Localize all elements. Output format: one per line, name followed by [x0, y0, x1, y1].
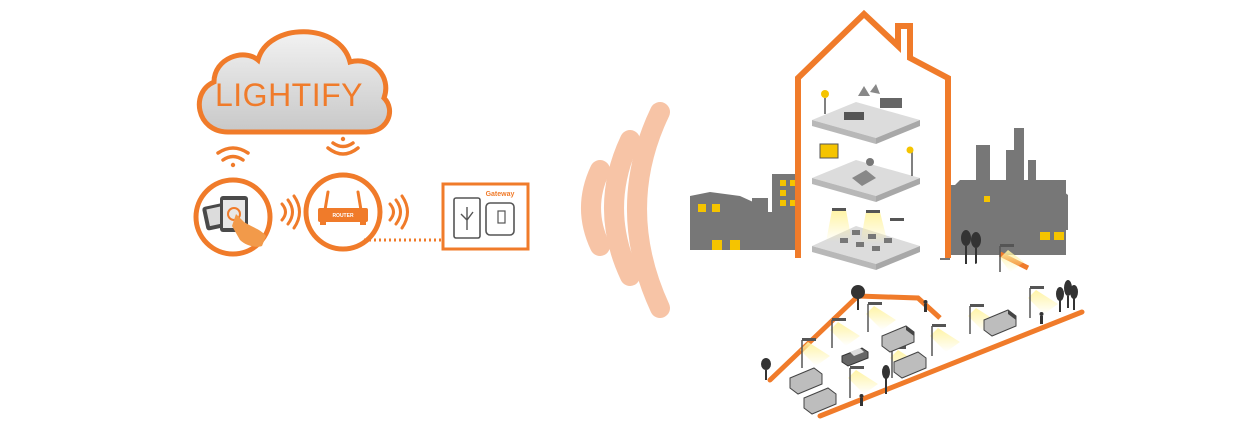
- house: [795, 9, 951, 270]
- gateway-label: Gateway: [486, 191, 515, 198]
- floor-living-room: [812, 84, 920, 144]
- van-icon: [803, 387, 837, 415]
- right-buildings: [936, 128, 1068, 260]
- broadcast-waves-icon: [581, 102, 670, 318]
- tree-icon: [961, 230, 981, 264]
- cloud-label: LIGHTIFY: [215, 77, 363, 113]
- street: [767, 251, 1085, 419]
- left-buildings: [690, 174, 800, 250]
- wifi-icon: [216, 146, 250, 168]
- vehicles: [789, 309, 1017, 415]
- van-icon: [893, 351, 927, 379]
- signal-waves-icon: [388, 194, 409, 230]
- street-trees: [761, 280, 1078, 394]
- pedestrian-icons: [859, 300, 1044, 406]
- car-icon: [841, 347, 869, 367]
- router-icon: ROUTER: [303, 172, 383, 252]
- gateway-device: Gateway: [441, 182, 530, 251]
- van-icon: [983, 309, 1017, 337]
- tablet-app-icon: [193, 177, 273, 257]
- floor-office: [812, 143, 920, 202]
- van-icon: [789, 367, 823, 395]
- van-icon: [881, 325, 915, 353]
- wifi-icon: [326, 136, 360, 156]
- cloud: LIGHTIFY: [196, 29, 392, 135]
- floor-classroom: [812, 208, 920, 270]
- signal-waves-icon: [280, 194, 301, 230]
- router-label: ROUTER: [332, 213, 354, 219]
